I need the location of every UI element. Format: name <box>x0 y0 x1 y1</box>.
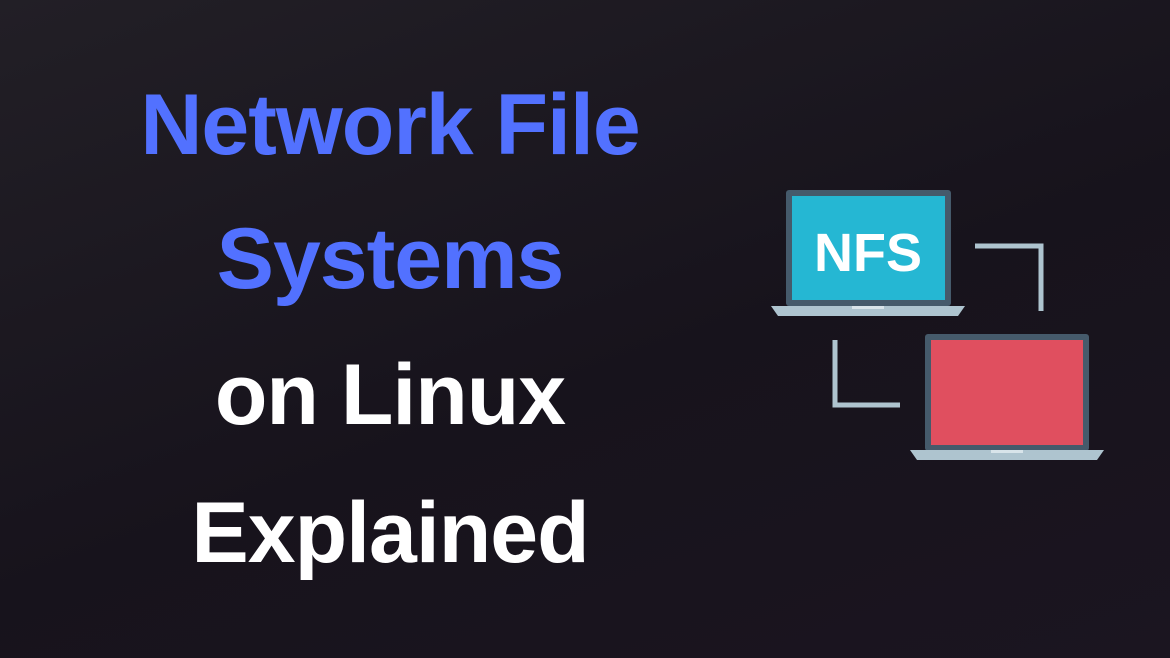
nfs-label: NFS <box>814 223 922 283</box>
laptop-client-icon <box>910 334 1104 460</box>
title-line-3: on Linux <box>214 347 566 443</box>
laptop-screen-red <box>931 340 1083 445</box>
laptop-screen-blue <box>792 196 945 300</box>
connector-arrow-icon <box>975 243 1044 311</box>
title-line-2: Systems <box>216 211 565 307</box>
title-line-4: Explained <box>191 485 589 581</box>
laptop-nfs-icon: NFS <box>771 190 965 316</box>
title-line-1: Network File <box>140 77 640 173</box>
connector-arrow-icon <box>832 340 900 408</box>
